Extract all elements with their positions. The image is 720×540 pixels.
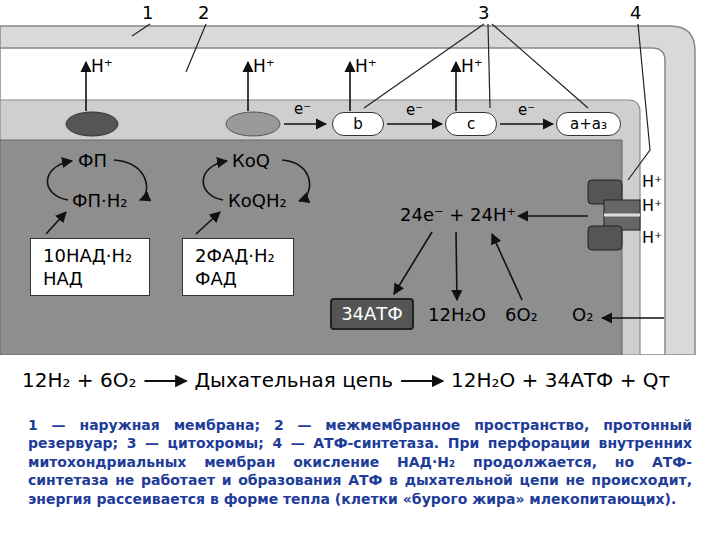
intermembrane-space bbox=[0, 48, 665, 355]
edge-label: e⁻ bbox=[518, 101, 535, 119]
node-text: b bbox=[345, 115, 371, 133]
reaction-label: 24e⁻ + 24H⁺ bbox=[400, 204, 516, 226]
cytochrome-box: a+a₃ bbox=[556, 112, 621, 136]
node-text: ФАД bbox=[195, 267, 281, 290]
coenzyme-q-complex bbox=[226, 112, 280, 136]
proton-label: H⁺ bbox=[642, 228, 662, 247]
proton-label: H⁺ bbox=[253, 56, 275, 76]
callout-number: 2 bbox=[198, 2, 209, 24]
node-text: a+a₃ bbox=[569, 115, 608, 133]
node-text: c bbox=[458, 115, 484, 133]
equation-arrow bbox=[144, 380, 186, 382]
product-label: 12H₂O bbox=[428, 304, 486, 326]
flavoprotein-complex bbox=[66, 112, 118, 136]
cytochrome-box: c bbox=[445, 112, 497, 136]
proton-label: H⁺ bbox=[642, 172, 662, 191]
substrate-label: 6O₂ bbox=[505, 304, 538, 326]
inner-membrane bbox=[0, 100, 640, 355]
carrier-label: ФП·H₂ bbox=[72, 190, 128, 212]
atp-synthase bbox=[588, 180, 640, 250]
carrier-label: КоQH₂ bbox=[228, 190, 287, 212]
proton-label: H⁺ bbox=[355, 56, 377, 76]
atp-box: 34АТФ bbox=[330, 298, 414, 330]
carrier-box: 10НАД·H₂НАД bbox=[30, 238, 150, 296]
matrix bbox=[0, 140, 622, 355]
proton-label: H⁺ bbox=[642, 196, 662, 215]
equation-part: Дыхательная цепь bbox=[194, 368, 393, 392]
ground bbox=[0, 355, 720, 415]
node-text: НАД bbox=[43, 267, 137, 290]
proton-label: H⁺ bbox=[91, 56, 113, 76]
carrier-label: ФП bbox=[78, 150, 107, 172]
callout-number: 1 bbox=[142, 2, 153, 24]
carrier-label: КоQ bbox=[232, 150, 270, 172]
equation-part: 12H₂O + 34АТФ + Qт bbox=[451, 368, 670, 392]
outer-membrane bbox=[0, 26, 695, 355]
electron-transfer-arrow bbox=[500, 123, 553, 125]
node-text: 34АТФ bbox=[340, 303, 404, 325]
cytochrome-box: b bbox=[332, 112, 384, 136]
carrier-box: 2ФАД·H₂ФАД bbox=[182, 238, 294, 296]
caption: 1 — наружная мембрана; 2 — межмембранное… bbox=[28, 416, 692, 508]
electron-label: e⁻ bbox=[294, 100, 311, 118]
equation-arrow bbox=[401, 380, 443, 382]
electron-transfer-arrow bbox=[387, 123, 442, 125]
leader-lines bbox=[132, 24, 650, 180]
proton-label: H⁺ bbox=[461, 56, 483, 76]
substrate-label: O₂ bbox=[572, 304, 593, 326]
callout-number: 4 bbox=[630, 2, 641, 24]
equation-part: 12H₂ + 6O₂ bbox=[22, 368, 136, 392]
node-text: 10НАД·H₂ bbox=[43, 244, 137, 267]
node-text: 2ФАД·H₂ bbox=[195, 244, 281, 267]
edge-label: e⁻ bbox=[406, 101, 423, 119]
callout-number: 3 bbox=[478, 2, 489, 24]
